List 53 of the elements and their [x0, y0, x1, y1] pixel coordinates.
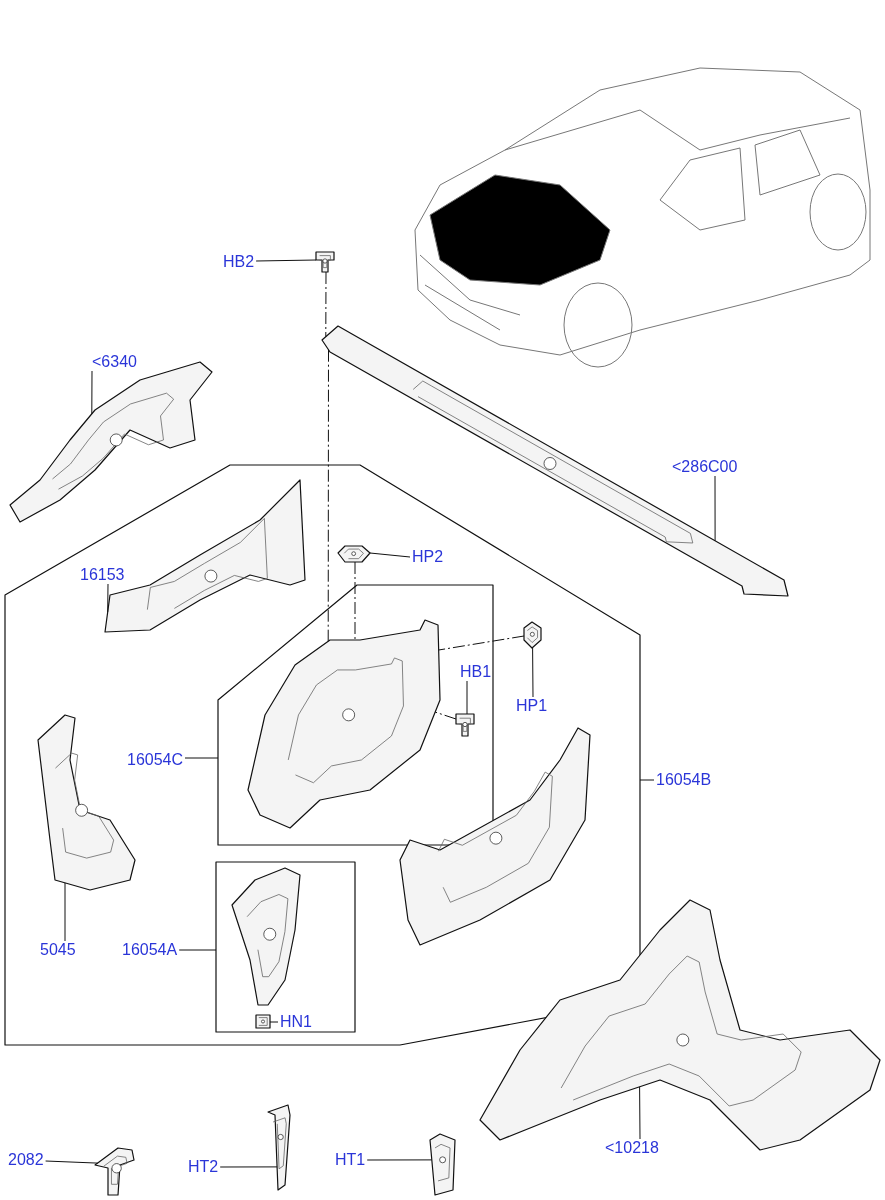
leader-line	[639, 1086, 641, 1140]
callout-number: <286C00	[672, 458, 738, 476]
leader-line	[64, 882, 66, 942]
assembly-line	[327, 349, 329, 642]
bolt-drawing	[314, 250, 336, 274]
body-side-drawing	[478, 898, 882, 1152]
bolt-drawing	[454, 712, 476, 738]
bracket-drawing	[93, 1146, 136, 1197]
leader-line	[532, 647, 534, 698]
callout-number: 16054C	[127, 751, 184, 769]
strut-bar-drawing	[320, 324, 790, 598]
assembly-line	[325, 271, 327, 338]
leader-line	[639, 779, 655, 781]
assembly-line	[434, 711, 457, 720]
callout-number: HB2	[223, 253, 255, 271]
group-outline	[214, 860, 357, 1034]
assembly-line	[438, 635, 525, 651]
leader-line	[91, 370, 93, 415]
callout-number: <10218	[605, 1139, 659, 1157]
inner-panel-drawing	[398, 726, 592, 947]
callout-number: 16054A	[122, 941, 178, 959]
wheelhouse-drawing	[246, 618, 442, 830]
leader-line	[184, 757, 219, 759]
callout-number: <6340	[92, 353, 137, 371]
callout-number: HT1	[335, 1151, 366, 1169]
callout-number: HB1	[460, 663, 492, 681]
sleeve-drawing	[266, 1103, 292, 1192]
callout-number: HP1	[516, 697, 548, 715]
callout-number: HP2	[412, 548, 444, 566]
leader-line	[366, 1159, 433, 1161]
callout-number: 16153	[80, 566, 125, 584]
callout-number: 16054B	[656, 771, 712, 789]
leader-line	[178, 949, 217, 951]
leader-line	[369, 552, 411, 558]
callout-number: 5045	[40, 941, 76, 959]
leader-line	[255, 259, 317, 262]
assembly-outline	[3, 463, 642, 1047]
callout-number: 2082	[8, 1151, 44, 1169]
sleeve-drawing	[428, 1132, 457, 1197]
leader-line	[714, 475, 716, 542]
callout-number: HN1	[280, 1013, 312, 1031]
cap-drawing	[336, 544, 372, 564]
group-outline	[216, 583, 495, 847]
assembly-line	[354, 561, 356, 641]
leader-line	[107, 583, 109, 613]
leader-line	[466, 680, 468, 715]
leader-line	[219, 1166, 278, 1168]
leader-line	[45, 1160, 99, 1164]
callout-number: HT2	[188, 1158, 219, 1176]
plug-drawing	[522, 620, 543, 650]
bracket-drawing	[230, 866, 302, 1007]
nut-drawing	[254, 1013, 272, 1030]
leader-line	[269, 1021, 279, 1023]
